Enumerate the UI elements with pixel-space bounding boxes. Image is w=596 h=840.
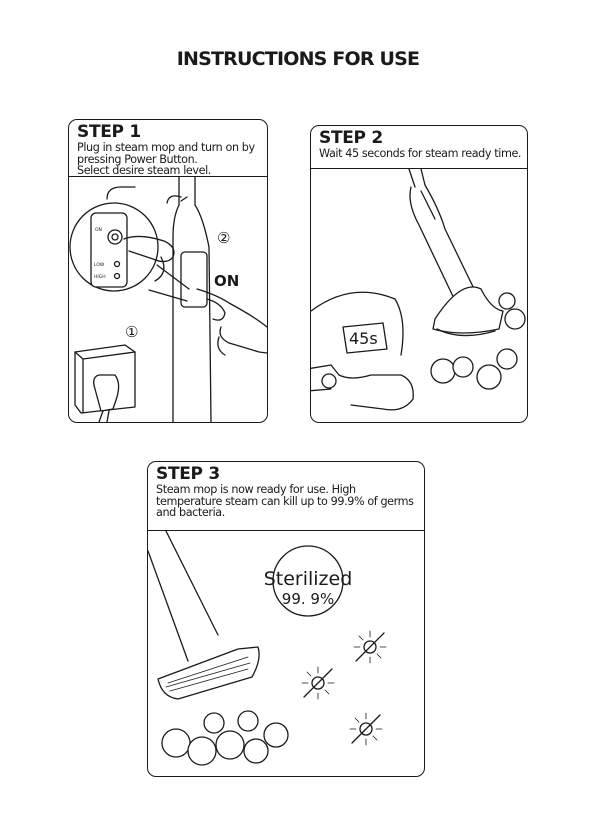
watch-timer-illustration: 45s <box>311 291 414 411</box>
step-3-line-3: and bacteria. <box>156 506 225 519</box>
step-1-line-2: pressing Power Button. <box>77 152 198 166</box>
germ-icon <box>353 630 387 664</box>
germ-icons <box>301 630 387 746</box>
germ-icon <box>301 666 335 700</box>
badge-line-2: 99. 9% <box>282 590 334 608</box>
callout-two: ② <box>217 229 230 247</box>
hand-pressing-illustration <box>196 288 267 356</box>
step-2-card: STEP 2 Wait 45 seconds for steam ready t… <box>310 125 528 423</box>
panel-high-label: HIGH <box>94 274 106 280</box>
step-3-line-2: temperature steam can kill up to 99.9% o… <box>156 494 414 508</box>
on-callout-label: ON <box>214 272 239 290</box>
sterilized-badge: Sterilized 99. 9% <box>264 545 353 617</box>
step-3-title: STEP 3 <box>156 464 220 484</box>
step-2-text: Wait 45 seconds for steam ready time. <box>319 148 521 160</box>
step-2-title: STEP 2 <box>319 128 383 148</box>
step-1-illustration: ON LOW HIGH ON ② ① <box>69 177 267 422</box>
step-3-card: STEP 3 Steam mop is now ready for use. H… <box>147 461 425 777</box>
step-1-line-1: Plug in steam mop and turn on by <box>77 141 255 154</box>
germ-icon <box>349 712 383 746</box>
step-2-line-1: Wait 45 seconds for steam ready time. <box>319 147 522 160</box>
step-2-illustration: 45s <box>311 169 527 422</box>
step-3-text: Steam mop is now ready for use. High tem… <box>156 484 414 519</box>
steam-puffs <box>430 292 526 390</box>
step-1-title: STEP 1 <box>77 122 141 142</box>
steam-puffs <box>161 710 289 766</box>
badge-line-1: Sterilized <box>264 568 353 590</box>
steam-mop-handle-illustration <box>166 177 212 422</box>
page-title: INSTRUCTIONS FOR USE <box>176 48 420 70</box>
control-panel-zoom: ON LOW HIGH <box>69 186 190 302</box>
steam-mop-cleaning-illustration <box>148 531 260 700</box>
step-3-header: STEP 3 Steam mop is now ready for use. H… <box>148 462 424 531</box>
step-3-illustration: Sterilized 99. 9% <box>148 531 424 776</box>
step-1-text: Plug in steam mop and turn on by pressin… <box>77 142 255 177</box>
wall-socket-illustration <box>74 344 136 422</box>
timer-label: 45s <box>349 329 378 348</box>
panel-low-label: LOW <box>94 262 105 268</box>
panel-on-label: ON <box>95 227 102 233</box>
step-1-line-3: Select desire steam level. <box>77 164 211 177</box>
step-3-line-1: Steam mop is now ready for use. High <box>156 483 356 496</box>
step-1-header: STEP 1 Plug in steam mop and turn on by … <box>69 120 267 177</box>
callout-one: ① <box>125 323 138 341</box>
step-2-header: STEP 2 Wait 45 seconds for steam ready t… <box>311 126 527 169</box>
step-1-card: STEP 1 Plug in steam mop and turn on by … <box>68 119 268 423</box>
steam-mop-illustration <box>408 169 504 337</box>
